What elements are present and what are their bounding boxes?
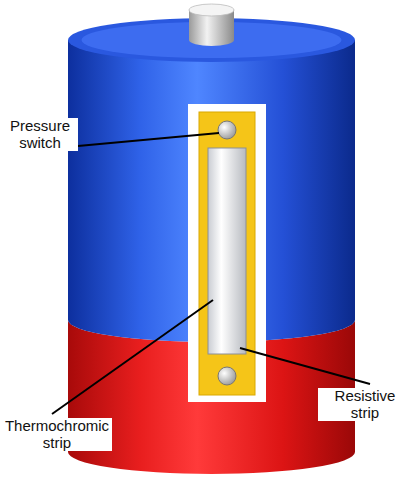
thermochromic-strip (208, 148, 246, 354)
tester-backing (188, 104, 266, 402)
pressure-switch-top (218, 121, 236, 139)
pressure-switch-bottom (218, 367, 236, 385)
callout-label: Thermochromic strip (2, 418, 112, 451)
leader-line (240, 348, 370, 384)
leader-line (52, 300, 213, 414)
resistive-strip-frame (199, 112, 255, 395)
battery-terminal-top (189, 4, 234, 16)
callout-label: Resistive strip (318, 388, 412, 421)
callout-label: Pressure switch (2, 118, 78, 151)
leader-line (78, 133, 219, 146)
